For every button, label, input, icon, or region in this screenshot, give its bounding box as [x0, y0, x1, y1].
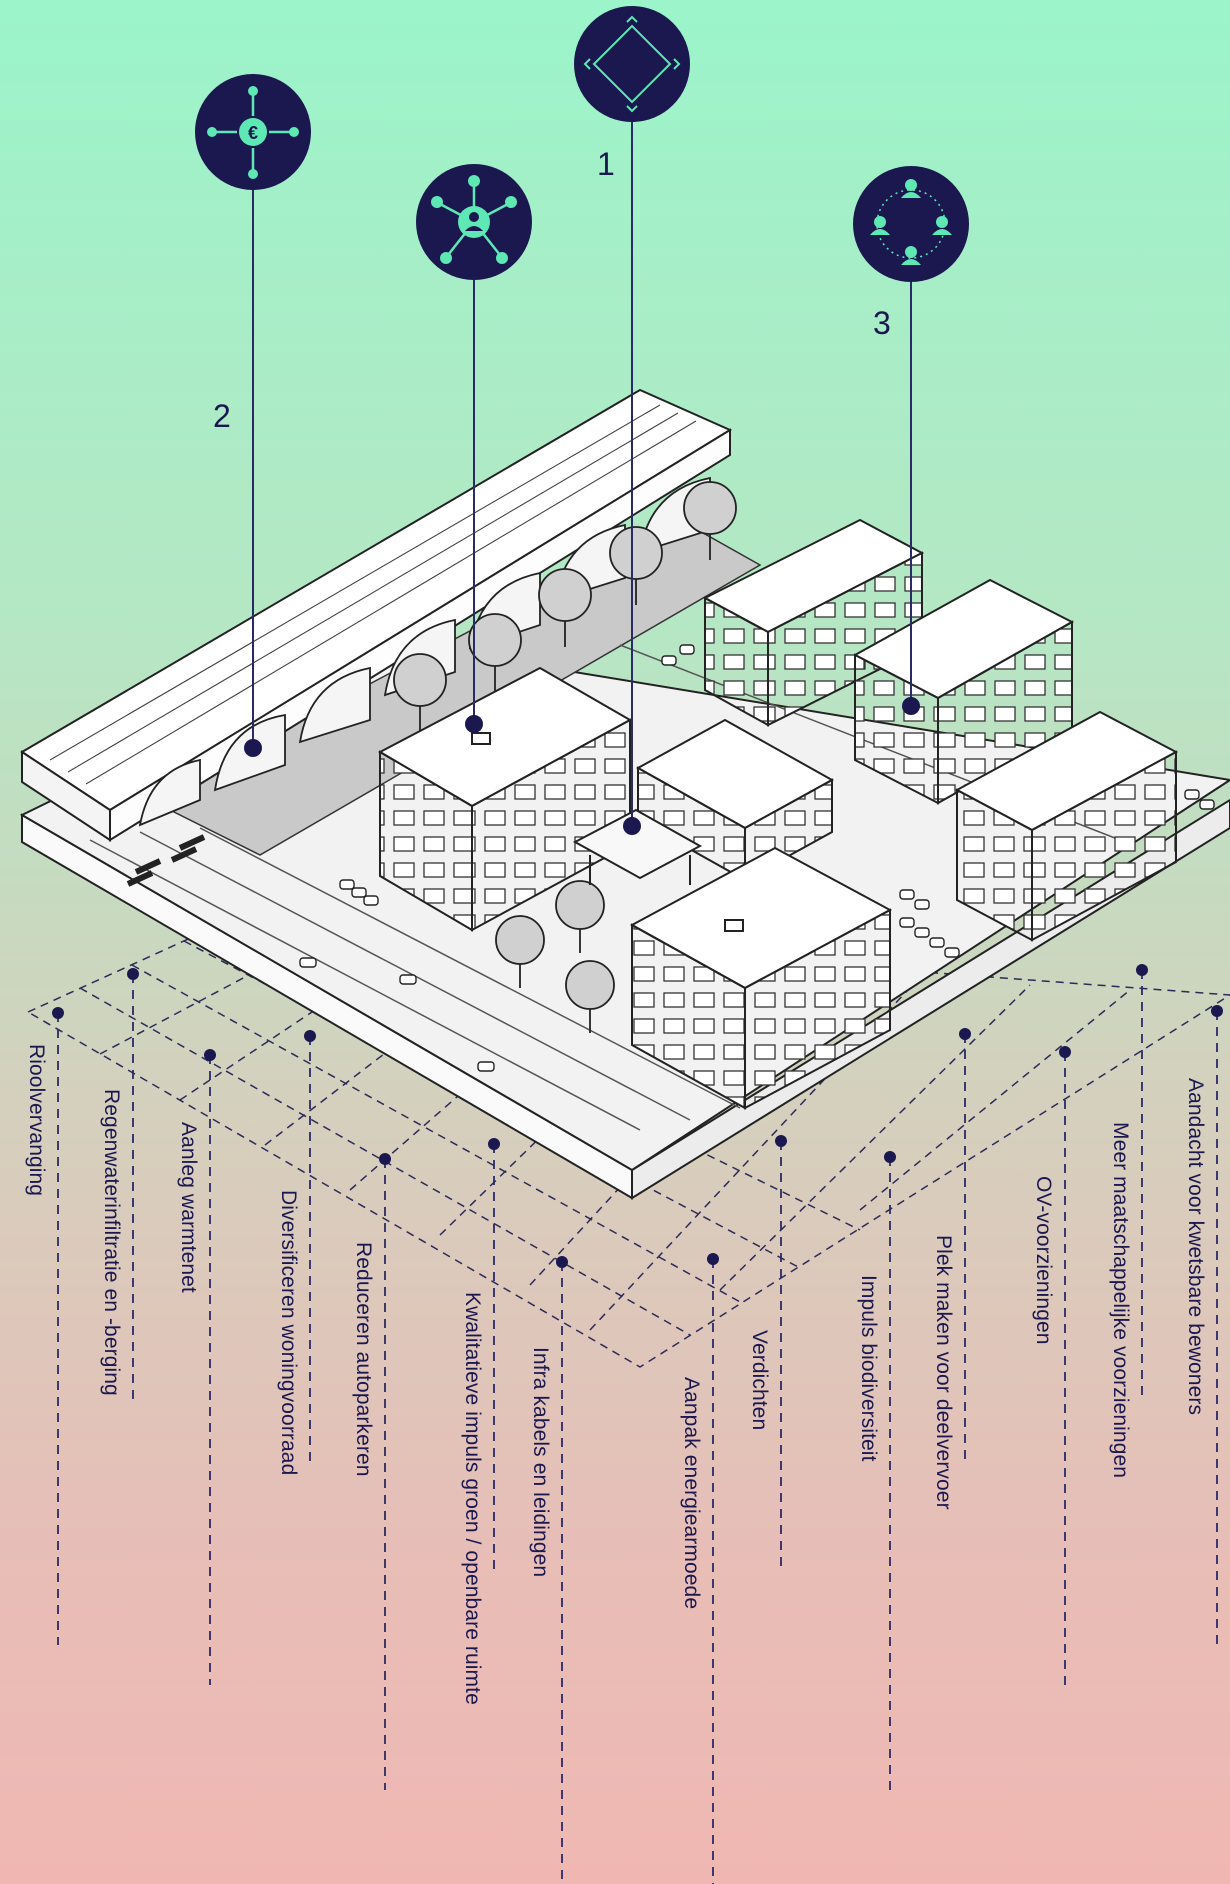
label-aanleg-warmtenet: Aanleg warmtenet — [177, 1122, 200, 1293]
marker-number-1: 1 — [597, 146, 615, 182]
label-infra-kabels: Infra kabels en leidingen — [529, 1347, 552, 1578]
label-rioolvervanging: Rioolvervanging — [25, 1044, 48, 1197]
building-e — [954, 710, 1179, 942]
label-regenwaterinfiltratie: Regenwaterinfiltratie en -berging — [100, 1089, 123, 1396]
label-maatschappelijke-voorzieningen: Meer maatschappelijke voorzieningen — [1109, 1122, 1132, 1479]
label-ov-voorzieningen: OV-voorzieningen — [1032, 1176, 1055, 1345]
person-network-icon — [416, 164, 532, 280]
label-impuls-biodiversiteit: Impuls biodiversiteit — [857, 1275, 880, 1462]
label-plek-maken-deelvervoer: Plek maken voor deelvervoer — [932, 1235, 955, 1510]
pin-dots — [244, 697, 920, 835]
buildings — [377, 518, 1179, 1110]
label-aanpak-energiearmoede: Aanpak energiearmoede — [680, 1377, 703, 1610]
euro-arrows-icon: € — [195, 74, 311, 190]
building-d — [852, 578, 1075, 805]
label-verdichten: Verdichten — [748, 1330, 771, 1431]
building-a — [377, 666, 633, 932]
diamond-icon — [574, 6, 690, 122]
building-c — [702, 518, 925, 727]
parked-cars — [299, 644, 1215, 1072]
pin-lines — [252, 120, 912, 826]
marker-number-2: 2 — [213, 398, 231, 434]
label-kwetsbare-bewoners: Aandacht voor kwetsbare bewoners — [1184, 1078, 1207, 1416]
community-people-icon — [853, 166, 969, 282]
label-reduceren-autoparkeren: Reduceren autoparkeren — [352, 1242, 375, 1477]
label-dots — [52, 964, 1223, 1268]
crosswalk — [126, 834, 206, 887]
trees — [393, 481, 737, 1033]
label-diversificeren-woningvoorraad: Diversificeren woningvoorraad — [277, 1190, 300, 1476]
canopy — [572, 808, 703, 885]
label-kwalitatieve-impuls: Kwalitatieve impuls groen / openbare rui… — [461, 1292, 484, 1705]
label-leaders — [57, 970, 1218, 1884]
building-f — [629, 846, 893, 1110]
svg-text:€: € — [248, 123, 258, 143]
marker-number-3: 3 — [873, 305, 891, 341]
